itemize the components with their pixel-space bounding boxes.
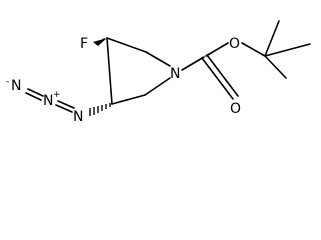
atom-fluorine: F [80, 36, 88, 52]
bond-c4-c5 [106, 37, 147, 53]
bond-c2-c3 [111, 94, 146, 105]
molecule-drawing: F N O O N N + N - [6, 20, 311, 125]
bond-tbu-down [264, 55, 287, 79]
azide-bond-1 [55, 100, 75, 113]
bond-o-c-quaternary [241, 42, 266, 57]
bond-tbu-up [264, 20, 280, 57]
atom-azide-n-central: N [43, 93, 53, 109]
bond-n1-c2 [144, 77, 171, 96]
atom-oxygen-carbonyl: O [230, 101, 241, 117]
wedge-bond-c4-f-tail [97, 38, 105, 45]
charge-plus: + [53, 90, 61, 100]
bond-c5-n1 [145, 51, 171, 67]
azide-bond-2 [25, 88, 44, 101]
bond-n1-c-carbonyl [181, 56, 205, 71]
atom-azide-n-terminal: N [11, 78, 21, 94]
atom-azide-n-internal: N [73, 109, 83, 125]
atom-oxygen-ester: O [229, 36, 240, 52]
double-bond-c-o [201, 54, 239, 100]
bond-tbu-right [264, 43, 311, 57]
structure-canvas: F N O O N N + N - [6, 20, 311, 125]
bond-c3-c4 [106, 37, 113, 105]
bond-c-o-ester [205, 42, 229, 57]
hashed-bond-c3-n [89, 103, 111, 116]
charge-minus: - [6, 77, 9, 87]
atom-nitrogen-ring: N [170, 66, 180, 82]
